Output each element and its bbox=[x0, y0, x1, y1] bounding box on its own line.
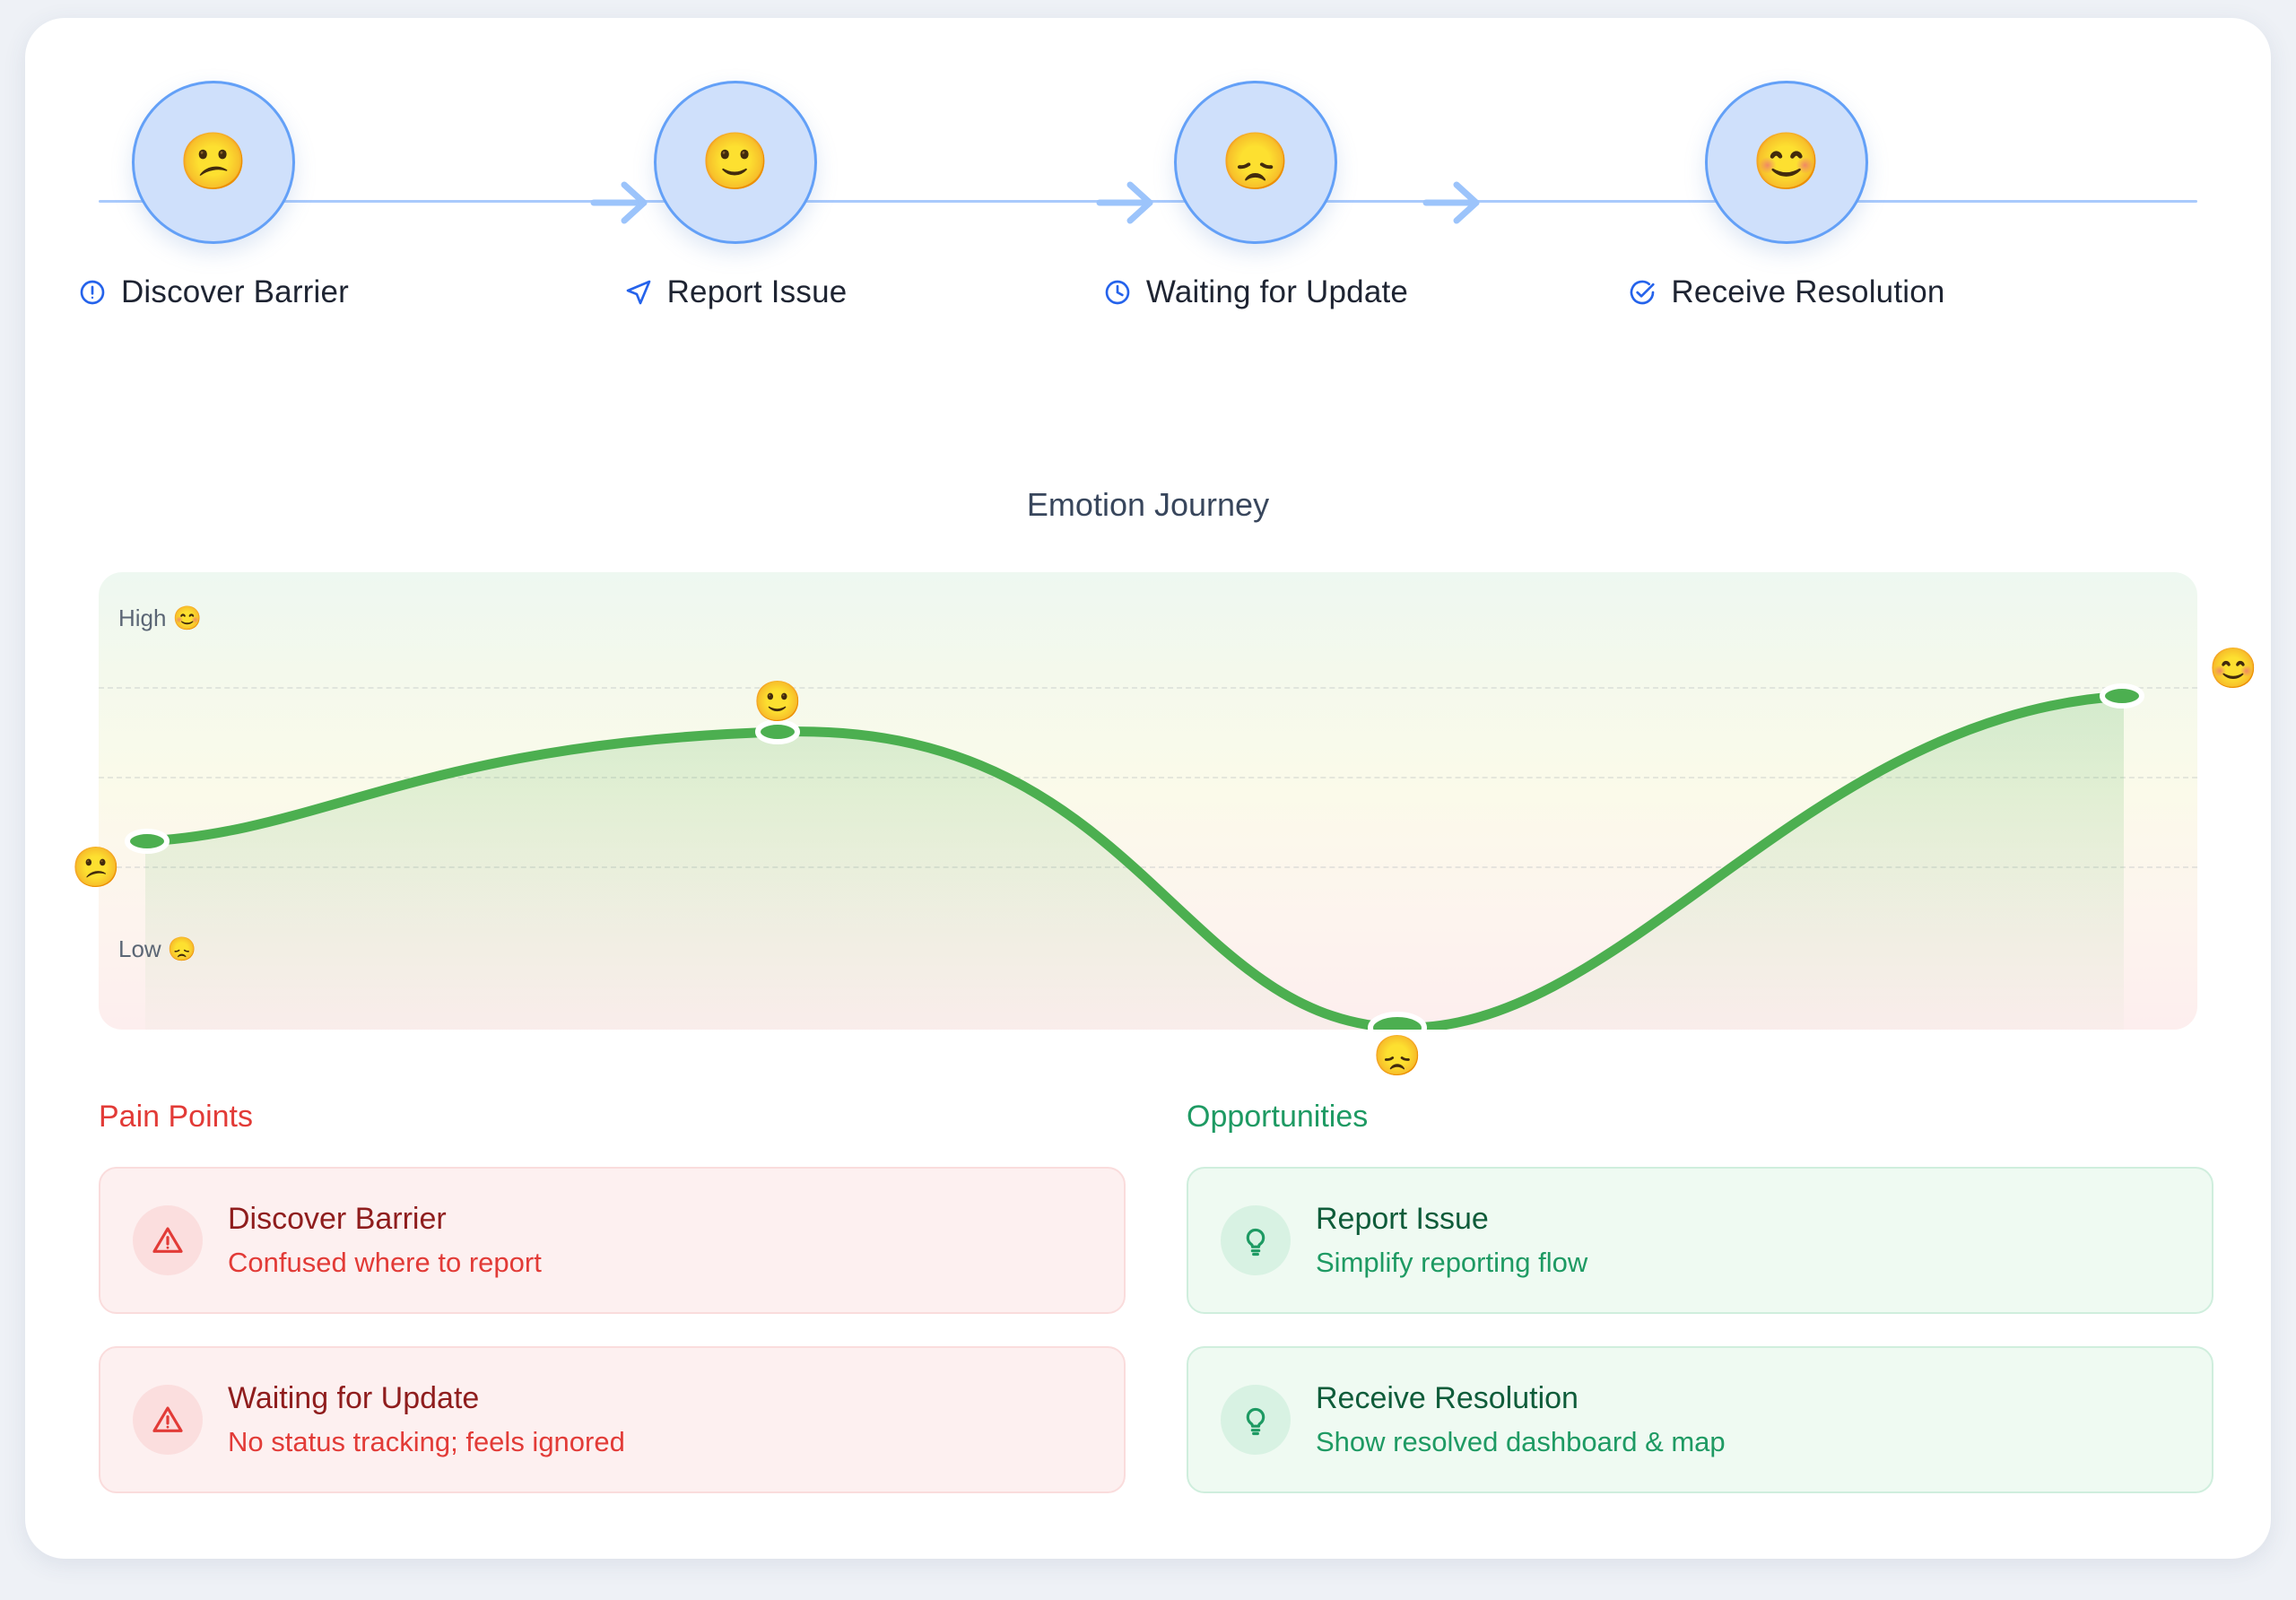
step-emoji: 😊 bbox=[1752, 131, 1822, 193]
timeline-arrow-icon bbox=[1087, 174, 1168, 231]
step-label-row: Receive Resolution bbox=[1589, 274, 1984, 310]
chart-gridline bbox=[99, 687, 2197, 689]
step-emoji: 😞 bbox=[1221, 131, 1291, 193]
chart-plot-clip: High 😊 Low 😞 bbox=[99, 572, 2197, 1030]
chart-point-emoji: 😞 bbox=[1372, 1034, 1422, 1078]
pain-point-card[interactable]: Discover Barrier Confused where to repor… bbox=[99, 1167, 1126, 1314]
chart-point-emoji: 🙂 bbox=[752, 680, 803, 724]
send-icon bbox=[624, 278, 653, 307]
chart-curve bbox=[125, 683, 2144, 1030]
pain-point-text: Discover Barrier Confused where to repor… bbox=[228, 1200, 542, 1280]
step-emoji-bubble: 😞 bbox=[1174, 81, 1337, 244]
step-emoji: 😕 bbox=[178, 131, 248, 193]
step-emoji: 🙂 bbox=[700, 131, 770, 193]
emotion-journey-chart: High 😊 Low 😞 😕 🙂 😞 😊 bbox=[72, 572, 2257, 1076]
pain-point-desc: No status tracking; feels ignored bbox=[228, 1425, 625, 1457]
step-label-text: Receive Resolution bbox=[1671, 274, 1945, 309]
pain-points-column: Pain Points Discover Barrier Confused wh… bbox=[99, 1100, 1126, 1526]
step-label-row: Report Issue bbox=[538, 274, 933, 310]
step-label-row: Waiting for Update bbox=[1058, 274, 1453, 310]
journey-step-report-issue[interactable]: 🙂 Report Issue bbox=[538, 81, 933, 310]
pain-point-desc: Confused where to report bbox=[228, 1246, 542, 1278]
timeline-arrow-icon bbox=[1413, 174, 1494, 231]
opportunity-desc: Simplify reporting flow bbox=[1316, 1246, 1588, 1278]
lightbulb-icon bbox=[1221, 1205, 1291, 1275]
opportunity-text: Report Issue Simplify reporting flow bbox=[1316, 1200, 1587, 1280]
chart-gridline bbox=[99, 866, 2197, 868]
check-circle-icon bbox=[1628, 278, 1657, 307]
step-emoji-bubble: 🙂 bbox=[654, 81, 817, 244]
pain-point-text: Waiting for Update No status tracking; f… bbox=[228, 1379, 625, 1459]
chart-axis-label-low: Low 😞 bbox=[118, 935, 197, 962]
chart-point-emoji: 😊 bbox=[2208, 647, 2258, 691]
clock-icon bbox=[1103, 278, 1132, 307]
alert-circle-icon bbox=[78, 278, 107, 307]
opportunity-card[interactable]: Receive Resolution Show resolved dashboa… bbox=[1187, 1346, 2213, 1493]
step-label-text: Report Issue bbox=[666, 274, 848, 309]
opportunities-title: Opportunities bbox=[1187, 1100, 1369, 1134]
warning-triangle-icon bbox=[133, 1205, 203, 1275]
warning-triangle-icon bbox=[133, 1385, 203, 1455]
opportunity-stage: Receive Resolution bbox=[1316, 1381, 1578, 1416]
chart-axis-label-high: High 😊 bbox=[118, 604, 203, 631]
journey-step-discover-barrier[interactable]: 😕 Discover Barrier bbox=[16, 81, 411, 310]
lightbulb-icon bbox=[1221, 1385, 1291, 1455]
journey-step-receive-resolution[interactable]: 😊 Receive Resolution bbox=[1589, 81, 1984, 310]
step-label-text: Waiting for Update bbox=[1145, 274, 1409, 309]
opportunity-stage: Report Issue bbox=[1316, 1202, 1489, 1237]
opportunities-column: Opportunities Report Issue Simplify repo… bbox=[1187, 1100, 2213, 1526]
chart-point-emoji: 😕 bbox=[71, 846, 121, 890]
pain-point-stage: Waiting for Update bbox=[228, 1381, 480, 1416]
step-label-text: Discover Barrier bbox=[120, 274, 350, 309]
opportunity-text: Receive Resolution Show resolved dashboa… bbox=[1316, 1379, 1726, 1459]
pain-points-title: Pain Points bbox=[99, 1100, 253, 1134]
pain-point-card[interactable]: Waiting for Update No status tracking; f… bbox=[99, 1346, 1126, 1493]
opportunity-card[interactable]: Report Issue Simplify reporting flow bbox=[1187, 1167, 2213, 1314]
chart-gridline bbox=[99, 777, 2197, 778]
emotion-journey-title: Emotion Journey bbox=[1026, 486, 1270, 523]
journey-timeline: 😕 Discover Barrier bbox=[25, 81, 2271, 377]
step-emoji-bubble: 😊 bbox=[1705, 81, 1868, 244]
step-label-row: Discover Barrier bbox=[16, 274, 411, 310]
timeline-arrow-icon bbox=[581, 174, 662, 231]
journey-step-waiting-for-update[interactable]: 😞 Waiting for Update bbox=[1058, 81, 1453, 310]
pain-point-stage: Discover Barrier bbox=[228, 1202, 447, 1237]
main-card: 😕 Discover Barrier bbox=[25, 18, 2271, 1559]
opportunity-desc: Show resolved dashboard & map bbox=[1316, 1425, 1726, 1457]
step-emoji-bubble: 😕 bbox=[132, 81, 295, 244]
